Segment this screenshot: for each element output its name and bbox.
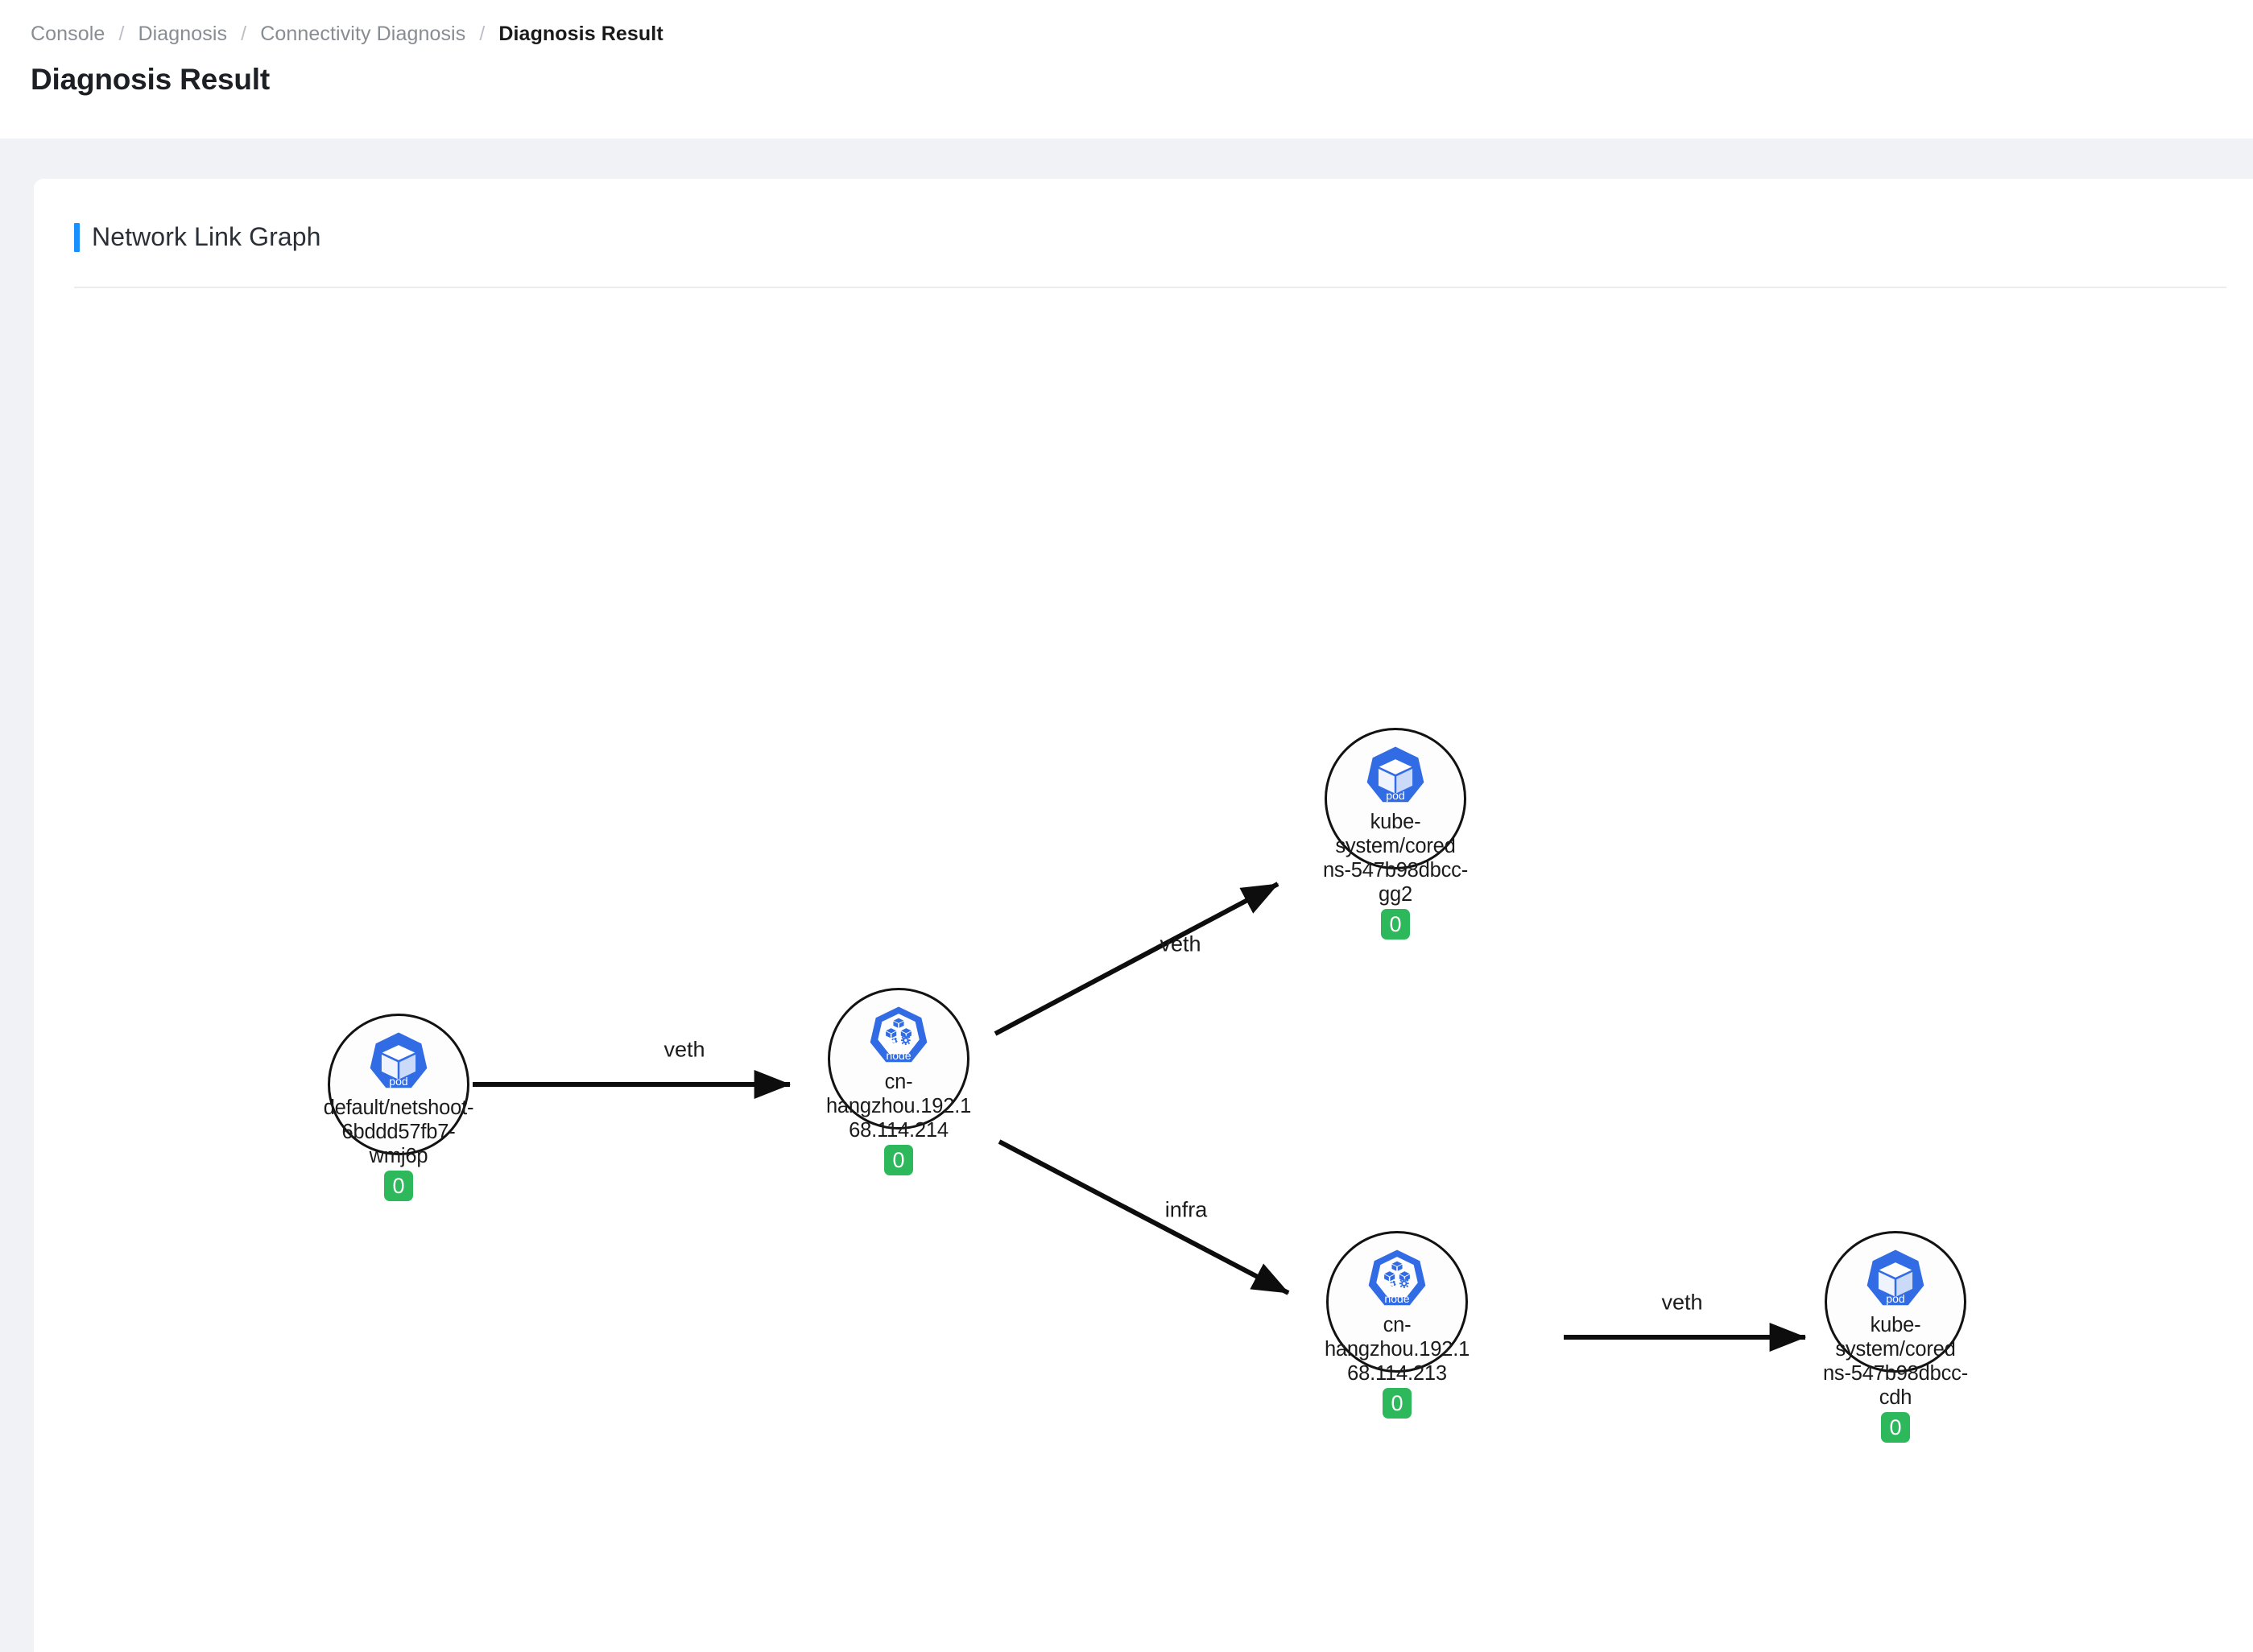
svg-text:node: node [1384, 1292, 1409, 1305]
breadcrumb-item-connectivity-diagnosis[interactable]: Connectivity Diagnosis [260, 23, 466, 45]
breadcrumb-item-diagnosis[interactable]: Diagnosis [138, 23, 228, 45]
page-header: Console / Diagnosis / Connectivity Diagn… [0, 0, 2253, 138]
graph-node-label: cn-hangzhou.192.1 68.114.213 [1324, 1314, 1470, 1385]
graph-node-label: cn-hangzhou.192.1 68.114.214 [825, 1071, 972, 1142]
graph-edges-layer [473, 882, 1807, 1352]
section-header: Network Link Graph [74, 222, 321, 252]
graph-node-badge: 0 [1381, 909, 1410, 940]
section-title: Network Link Graph [92, 222, 321, 251]
graph-edge-line [998, 1139, 1290, 1295]
graph-node-badge: 0 [884, 1145, 913, 1175]
section-divider [74, 287, 2226, 288]
graph-edge-label-infra: infra [1164, 1197, 1208, 1222]
k8s-pod-icon: pod [1364, 745, 1427, 808]
k8s-pod-icon: pod [367, 1031, 430, 1094]
graph-edge-line [994, 882, 1279, 1036]
graph-node-cn-hangzhou-213[interactable]: node cn-hangzhou.192.1 68.114.213 0 [1325, 1231, 1470, 1419]
graph-node-cn-hangzhou-214[interactable]: node cn-hangzhou.192.1 68.114.214 0 [826, 988, 971, 1175]
breadcrumb-separator: / [241, 23, 247, 45]
graph-edge-label-veth-2: veth [1160, 931, 1201, 956]
graph-node-badge: 0 [1383, 1388, 1412, 1419]
graph-node-label: kube-system/cored ns-547b98dbcc-gg2 [1322, 811, 1469, 906]
page-title: Diagnosis Result [31, 63, 270, 96]
breadcrumb-separator: / [118, 23, 125, 45]
breadcrumb: Console / Diagnosis / Connectivity Diagn… [31, 23, 663, 46]
breadcrumb-separator: / [479, 23, 486, 45]
k8s-node-icon: node [867, 1006, 930, 1068]
svg-text:pod: pod [1386, 789, 1404, 802]
graph-node-label: kube-system/cored ns-547b98dbcc-cdh [1822, 1314, 1969, 1409]
section-accent-bar [74, 222, 80, 252]
graph-node-pod-netshoot[interactable]: pod default/netshoot- 6bddd57fb7-wmj6p 0 [324, 1014, 473, 1201]
graph-edge-label-veth-1: veth [663, 1037, 705, 1062]
network-link-graph-card: Network Link Graph veth [34, 179, 2253, 1652]
graph-node-pod-coredns-cdh[interactable]: pod kube-system/cored ns-547b98dbcc-cdh … [1823, 1231, 1968, 1443]
graph-node-label: default/netshoot- 6bddd57fb7-wmj6p [323, 1097, 474, 1167]
breadcrumb-item-console[interactable]: Console [31, 23, 105, 45]
svg-text:pod: pod [389, 1075, 407, 1088]
graph-node-pod-coredns-gg2[interactable]: pod kube-system/cored ns-547b98dbcc-gg2 … [1323, 728, 1468, 940]
network-link-graph-canvas[interactable]: veth veth infra veth pod [34, 179, 2253, 1652]
breadcrumb-item-diagnosis-result: Diagnosis Result [498, 23, 663, 45]
graph-node-badge: 0 [1881, 1412, 1910, 1443]
k8s-node-icon: node [1366, 1249, 1428, 1311]
svg-text:pod: pod [1886, 1292, 1904, 1305]
k8s-pod-icon: pod [1864, 1249, 1927, 1311]
svg-text:node: node [886, 1049, 911, 1062]
graph-edge-label-veth-3: veth [1661, 1290, 1703, 1315]
graph-node-badge: 0 [384, 1171, 413, 1201]
